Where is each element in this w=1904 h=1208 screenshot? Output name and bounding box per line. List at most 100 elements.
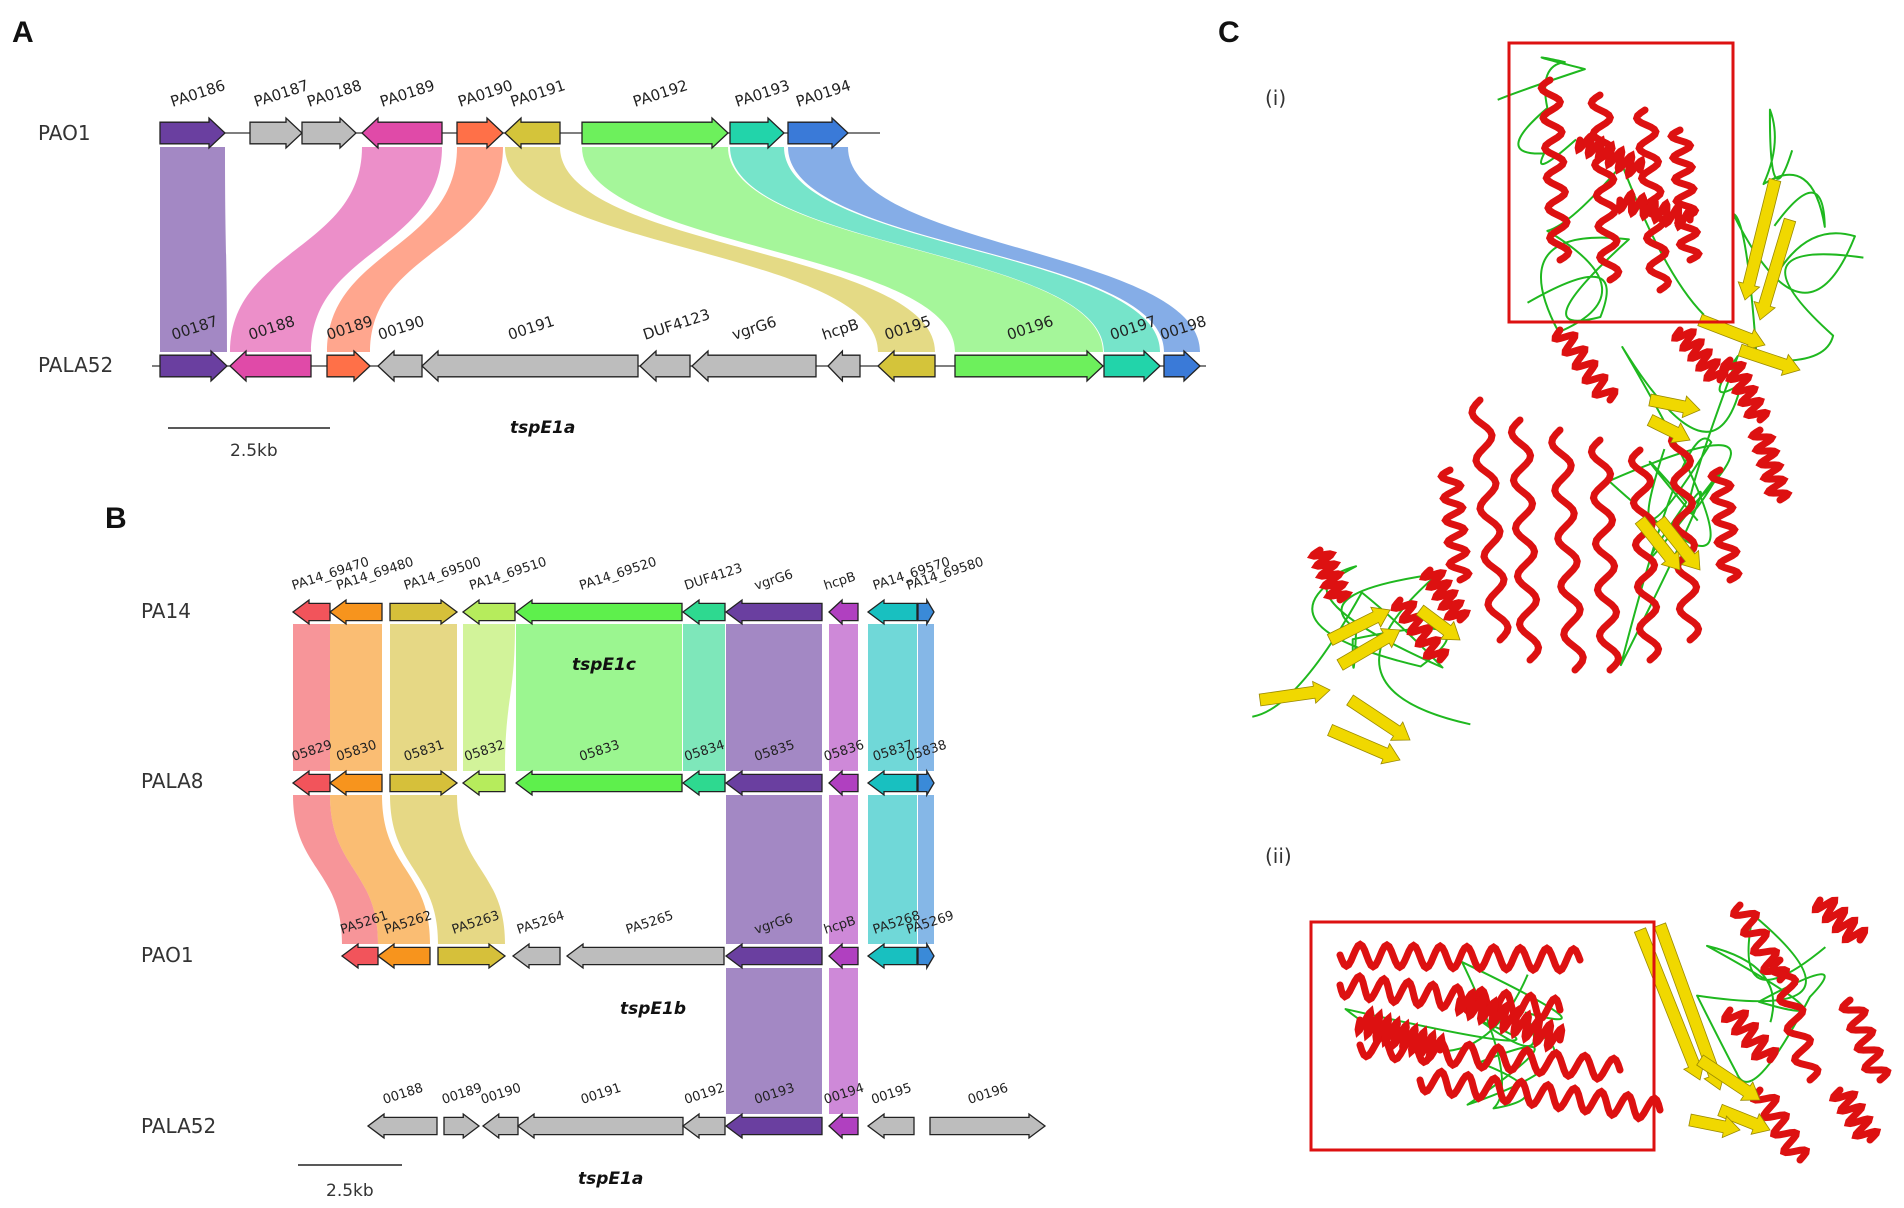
gene-arrow: [681, 769, 726, 797]
alpha-helix: [1548, 426, 1587, 674]
gene-label: PA5265: [624, 908, 675, 937]
panel-a-operon-label: tspE1a: [510, 418, 575, 438]
gene-label: 00189: [440, 1081, 484, 1108]
gene-arrow: [729, 116, 785, 150]
gene-label: vgrG6: [753, 567, 795, 594]
gene-arrow: [376, 942, 431, 970]
homology-band: [293, 624, 330, 771]
gene-label: 00192: [683, 1081, 727, 1108]
gene-arrow: [917, 768, 935, 798]
alpha-helix: [1416, 1067, 1664, 1123]
coil-loop: [1732, 212, 1864, 362]
gene-label: PA0189: [378, 76, 437, 111]
gene-label: PA0187: [252, 76, 311, 111]
beta-strand: [1336, 628, 1401, 671]
gene-arrow: [456, 116, 504, 150]
alpha-helix: [1354, 1005, 1446, 1065]
alpha-helix: [1587, 436, 1623, 674]
alpha-helix: [1336, 940, 1584, 975]
beta-strand: [1737, 343, 1801, 376]
homology-band: [868, 624, 917, 771]
panel-c-sub-ii: (ii): [1265, 844, 1292, 868]
alpha-helix: [1390, 596, 1450, 664]
gene-label: 00190: [376, 312, 427, 344]
gene-arrow: [516, 1112, 684, 1140]
gene-arrow: [724, 769, 823, 797]
gene-arrow: [291, 598, 331, 626]
gene-arrow: [461, 769, 506, 797]
beta-strand: [1346, 694, 1411, 741]
homology-band: [829, 795, 858, 944]
homology-band: [918, 795, 934, 944]
beta-strand: [1327, 723, 1401, 765]
homology-band: [327, 147, 503, 352]
beta-strand: [1753, 217, 1797, 321]
gene-arrow: [724, 942, 823, 970]
alpha-helix: [1720, 1006, 1780, 1064]
gene-arrow: [917, 941, 935, 971]
gene-arrow: [877, 349, 936, 383]
gene-arrow: [514, 769, 683, 797]
homology-band: [868, 795, 917, 944]
gene-arrow: [437, 942, 507, 970]
gene-arrow: [691, 349, 817, 383]
homology-band: [463, 624, 515, 771]
gene-arrow: [639, 349, 691, 383]
beta-strand: [1688, 1113, 1741, 1139]
gene-label: 00190: [479, 1081, 523, 1108]
panel-b-scale-label: 2.5kb: [326, 1181, 374, 1201]
gene-label: DUF4123: [683, 561, 745, 594]
gene-arrow: [724, 1112, 823, 1140]
gene-label: 00196: [966, 1081, 1010, 1108]
gene-arrow: [301, 116, 357, 150]
coil-loop: [1497, 56, 1586, 165]
panel-letter-c: C: [1218, 16, 1240, 49]
panel-b-operon-label-tspe1b: tspE1b: [620, 999, 686, 1019]
alpha-helix: [1551, 326, 1619, 404]
gene-arrow: [954, 349, 1104, 383]
homology-band: [683, 624, 725, 771]
panel-letter-b: B: [105, 502, 127, 535]
panel-letter-a: A: [12, 16, 34, 49]
beta-strand: [1258, 680, 1331, 707]
gene-arrow: [159, 349, 228, 383]
homology-band: [726, 968, 822, 1114]
gene-arrow: [249, 116, 303, 150]
panel-b-homology-bands: [293, 624, 934, 1114]
alpha-helix: [1749, 1086, 1811, 1164]
gene-arrow: [681, 1112, 726, 1140]
panel-a-strain-pala52: PALA52: [38, 353, 113, 377]
homology-band: [582, 147, 1103, 352]
homology-band: [726, 795, 822, 944]
gene-arrow: [389, 769, 459, 797]
homology-band: [330, 624, 382, 771]
gene-arrow: [827, 349, 861, 383]
beta-strand: [1696, 1054, 1761, 1101]
panel-b-strain-pa14: PA14: [141, 599, 191, 623]
homology-band: [730, 147, 1160, 352]
beta-strand: [1415, 604, 1461, 641]
coil-loop: [1762, 108, 1826, 228]
gene-arrow: [377, 349, 423, 383]
alpha-helix: [1468, 396, 1512, 644]
gene-arrow: [1103, 349, 1161, 383]
alpha-helix: [1768, 956, 1822, 1084]
alpha-helix: [1419, 566, 1471, 624]
beta-strand: [1646, 414, 1691, 444]
gene-label: PA0188: [305, 76, 364, 111]
gene-arrow: [828, 598, 859, 626]
beta-strand: [1737, 178, 1782, 301]
homology-band: [788, 147, 1200, 352]
homology-band: [390, 624, 457, 771]
panel-a-scale-label: 2.5kb: [230, 441, 278, 461]
gene-label: vgrG6: [730, 313, 779, 344]
gene-arrow: [581, 116, 729, 150]
homology-band: [330, 795, 430, 944]
gene-arrow: [866, 598, 918, 626]
gene-label: PA14_69520: [578, 555, 659, 594]
alpha-helix: [1336, 971, 1564, 1024]
gene-label: 00191: [579, 1081, 623, 1108]
gene-arrow: [828, 942, 859, 970]
